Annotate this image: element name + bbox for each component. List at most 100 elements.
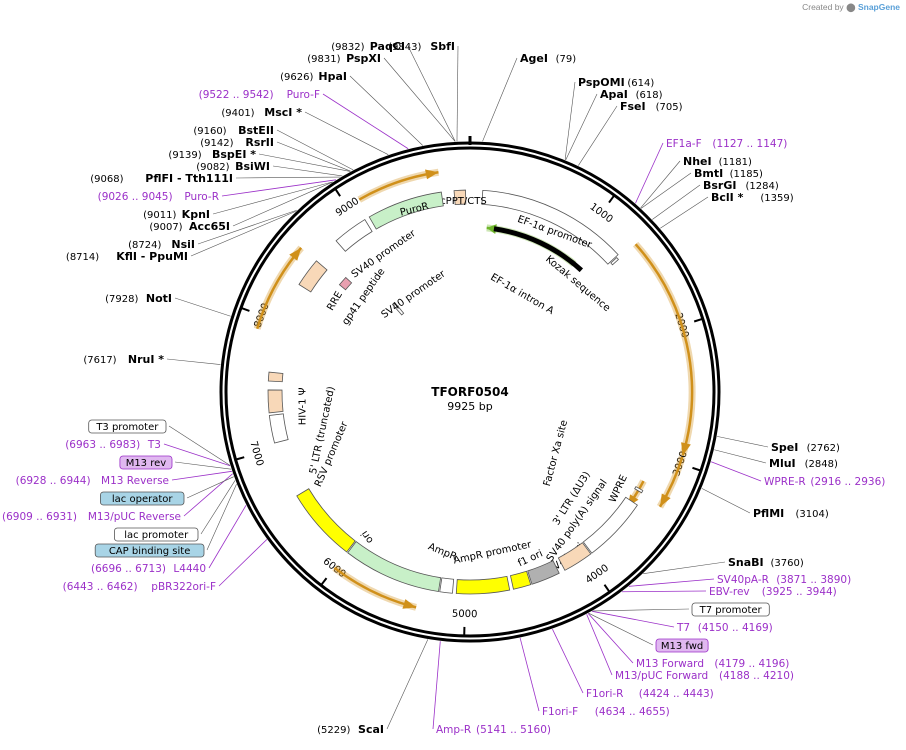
primer-puro-r: Puro-R (9026 .. 9045) (98, 191, 219, 203)
boxed-label-lac-promoter: lac promoter (114, 527, 199, 542)
primer-l4440: L4440(6696 .. 6713) (91, 563, 206, 575)
leader-line (322, 93, 409, 150)
primer-name: SV40pA-R (717, 574, 769, 586)
orf-arrowhead (425, 169, 439, 180)
bp-tick (608, 195, 615, 204)
boxed-label-bg (691, 602, 770, 617)
boxed-label-m13-rev: M13 rev (119, 455, 173, 470)
leader-line (174, 297, 231, 317)
site-scai: ScaI(5229) (317, 723, 384, 736)
site-name: NotI (146, 292, 172, 305)
bp-tick (320, 577, 328, 586)
primer-f1ori-r: F1ori-R(4424 .. 4443) (586, 688, 714, 700)
leader-line (432, 641, 441, 730)
site-position: (705) (656, 102, 683, 113)
feature-ef-1-intron-a (493, 226, 584, 273)
feature-gp41-peptide (338, 276, 353, 291)
bp-tick (241, 307, 250, 312)
leader-line (186, 476, 234, 499)
primer-f1ori-f: F1ori-F(4634 .. 4655) (542, 706, 670, 718)
site-nrui: NruI *(7617) (83, 353, 164, 366)
primer-range: (9522 .. 9542) (199, 89, 274, 101)
primer-range: (4179 .. 4196) (714, 658, 789, 670)
site-fsei: FseI(705) (620, 100, 683, 113)
site-apai: ApaI(618) (600, 88, 663, 101)
site-kfli-ppumi: KflI - PpuMI(8714) (66, 250, 188, 263)
primer-name: pBR322ori-F (151, 581, 216, 593)
primer-name: M13/pUC Forward (615, 670, 708, 682)
leader-line (272, 165, 343, 177)
leader-line (349, 75, 423, 146)
feature-ampr-promoter (439, 577, 455, 594)
primer-amp-r: Amp-R(5141 .. 5160) (436, 724, 551, 736)
feature-sv40-promoter (391, 301, 405, 316)
leader-line (190, 210, 296, 257)
boxed-label-bg (88, 419, 167, 434)
site-position: (9142) (200, 138, 233, 149)
leader-line (564, 81, 576, 160)
primer-wpre-r: WPRE-R(2916 .. 2936) (764, 476, 885, 488)
feature-kozak-sequence (610, 257, 620, 266)
label-leader-lines (163, 45, 769, 730)
feature-ampr (347, 541, 442, 592)
feature-ef-1-promoter (481, 189, 619, 265)
leader-line (218, 539, 268, 587)
leader-line (701, 488, 751, 514)
feature-label: cPPT/CTS (440, 196, 486, 207)
leader-line (640, 172, 692, 209)
site-paqci: PaqCI (9832) (331, 40, 405, 53)
boxed-label-bg (119, 455, 173, 470)
leader-line (714, 449, 767, 464)
site-mlui: MluI(2848) (769, 457, 838, 470)
primer-name: M13 Forward (636, 658, 704, 670)
leader-line (276, 129, 354, 171)
feature-label: gp41 peptide (340, 266, 387, 327)
site-kpni: KpnI(9011) (143, 208, 210, 221)
leader-line (171, 470, 232, 481)
site-position: (9626) (280, 72, 313, 83)
primer-sv40pa-r: SV40pA-R(3871 .. 3890) (717, 574, 851, 586)
feature-3-ltr-u3 (557, 542, 592, 571)
feature-label: EF-1α intron A (488, 272, 555, 317)
leader-line (640, 160, 681, 209)
leader-line (221, 179, 337, 197)
snapgene-credit: Created by ⬤ SnapGene (802, 2, 900, 13)
plasmid-name: TFORF0504 (431, 385, 508, 399)
leader-line (652, 184, 701, 220)
orf-arrowhead (402, 599, 417, 609)
site-name: PspOMI (578, 76, 625, 89)
site-name: BspEI * (212, 148, 256, 161)
site-position: (7928) (105, 294, 138, 305)
leader-line (407, 45, 456, 142)
primer-puro-f: Puro-F(9522 .. 9542) (199, 89, 320, 101)
site-position: (9160) (193, 126, 226, 137)
boxed-label-bg (655, 638, 709, 653)
boxed-label-cap-binding-site: CAP binding site (94, 543, 205, 558)
leader-line (304, 111, 389, 155)
site-position: (7617) (83, 355, 116, 366)
primer-name: M13 Reverse (101, 475, 169, 487)
boxed-label-text: M13 rev (126, 458, 167, 469)
primer-range: (6963 .. 6983) (65, 439, 140, 451)
site-name: PflMI (753, 507, 784, 520)
boxed-label-text: T7 promoter (699, 605, 763, 616)
boxed-label-bg (100, 491, 185, 506)
backbone-inner-ring (224, 146, 716, 638)
site-name: PspXI (346, 52, 381, 65)
feature-label: Kozak sequence (543, 254, 612, 314)
leader-line (628, 578, 715, 587)
site-position: (9832) (331, 42, 364, 53)
leader-line (383, 57, 456, 142)
site-name: Acc65I (189, 220, 230, 233)
leader-line (163, 443, 231, 467)
primer-name: Puro-R (184, 191, 219, 203)
feature-rsv-promoter (268, 413, 289, 444)
bp-tick (334, 188, 341, 197)
primer-name: T3 (147, 439, 161, 451)
site-bsiwi: BsiWI(9082) (196, 160, 270, 173)
site-pspomi: PspOMI(614) (578, 76, 654, 89)
primer-range: (9026 .. 9045) (98, 191, 173, 203)
site-name: PaqCI (370, 40, 405, 53)
primer-m13-puc-forward: M13/pUC Forward(4188 .. 4210) (615, 670, 794, 682)
